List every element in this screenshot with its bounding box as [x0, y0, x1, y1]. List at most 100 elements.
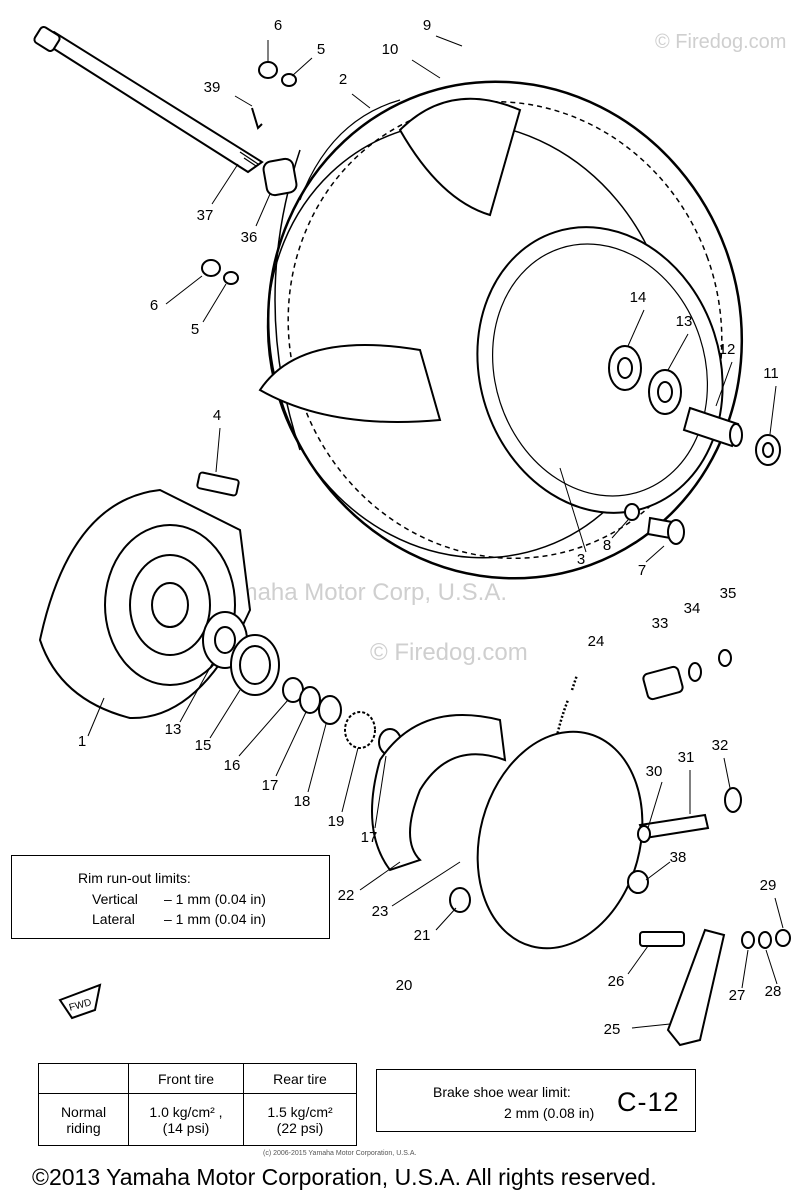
washer-34 — [688, 662, 702, 682]
callout-20: 20 — [396, 977, 413, 994]
spacer-12 — [682, 406, 743, 448]
callout-13: 13 — [165, 721, 182, 738]
rear-pressure-metric: 1.5 kg/cm² — [267, 1103, 333, 1120]
row-label-line-2: riding — [66, 1119, 101, 1136]
copyright-main: ©2013 Yamaha Motor Corporation, U.S.A. A… — [32, 1164, 657, 1190]
oil-seal-11 — [755, 434, 781, 466]
cam-lever-25 — [666, 928, 726, 1047]
cotter-pin-39 — [251, 107, 263, 130]
bolt-4 — [196, 471, 240, 497]
callout-6: 6 — [274, 17, 282, 34]
callout-5: 5 — [191, 321, 199, 338]
front-pressure-metric: 1.0 kg/cm² , — [149, 1103, 223, 1120]
lateral-label: Lateral — [92, 911, 135, 927]
brake-plate-20 — [476, 730, 644, 950]
row-label: Normal riding — [38, 1093, 129, 1146]
collar-36 — [262, 157, 298, 197]
callout-30: 30 — [646, 763, 663, 780]
washer-30 — [637, 825, 651, 843]
table-row: Normal riding 1.0 kg/cm² , (14 psi) 1.5 … — [38, 1093, 357, 1146]
callout-32: 32 — [712, 737, 729, 754]
callout-29: 29 — [760, 877, 777, 894]
washer-5-top — [281, 73, 297, 87]
callout-21: 21 — [414, 927, 431, 944]
bearing-14 — [608, 345, 642, 391]
o-ring-32 — [724, 787, 742, 813]
callout-18: 18 — [294, 793, 311, 810]
callout-36: 36 — [241, 229, 258, 246]
rear-pressure-psi: (22 psi) — [276, 1119, 324, 1136]
bolt-26 — [639, 931, 685, 947]
bolt-7 — [646, 516, 685, 545]
washer-28 — [758, 931, 772, 949]
callout-4: 4 — [213, 407, 221, 424]
callout-10: 10 — [382, 41, 399, 58]
callout-1: 1 — [78, 733, 86, 750]
callout-31: 31 — [678, 749, 695, 766]
rim-runout-box: Rim run-out limits: Vertical – 1 mm (0.0… — [11, 855, 330, 939]
washer-8 — [624, 503, 640, 521]
brake-shoes-22 — [371, 714, 507, 872]
vertical-label: Vertical — [92, 891, 138, 907]
callout-17: 17 — [262, 777, 279, 794]
header-front-tire: Front tire — [128, 1063, 244, 1094]
front-tire-value: 1.0 kg/cm² , (14 psi) — [128, 1093, 244, 1146]
tire-pressure-table: Front tire Rear tire Normal riding 1.0 k… — [38, 1063, 357, 1146]
washer-5-mid — [223, 271, 239, 285]
brake-shoe-value: 2 mm (0.08 in) — [504, 1105, 595, 1121]
callout-7: 7 — [638, 562, 646, 579]
callout-19: 19 — [328, 813, 345, 830]
diagram-code: C-12 — [617, 1087, 680, 1117]
watermark-layer: © Firedog.com Yamaha Motor Corp, U.S.A. … — [210, 31, 786, 666]
callout-13: 13 — [676, 313, 693, 330]
fwd-arrow-icon — [58, 983, 102, 1020]
washer-27 — [741, 931, 755, 949]
callout-28: 28 — [765, 983, 782, 1000]
callout-27: 27 — [729, 987, 746, 1004]
clip-35 — [718, 649, 732, 667]
callout-17: 17 — [361, 829, 378, 846]
leader-lines — [87, 35, 784, 1029]
callout-9: 9 — [423, 17, 431, 34]
axle-shaft — [33, 26, 264, 174]
ring-17a — [299, 686, 321, 714]
callout-38: 38 — [670, 849, 687, 866]
callout-6: 6 — [150, 297, 158, 314]
copyright-small: (c) 2006-2015 Yamaha Motor Corporation, … — [263, 1150, 417, 1157]
front-pressure-psi: (14 psi) — [162, 1119, 210, 1136]
vertical-value: – 1 mm (0.04 in) — [164, 891, 266, 907]
nut-6-mid — [201, 259, 221, 277]
callout-23: 23 — [372, 903, 389, 920]
header-empty — [38, 1063, 129, 1094]
nut-6-top — [258, 61, 278, 79]
header-rear-tire: Rear tire — [243, 1063, 357, 1094]
table-header-row: Front tire Rear tire — [38, 1063, 357, 1094]
callout-34: 34 — [684, 600, 701, 617]
callout-39: 39 — [204, 79, 221, 96]
brake-shoe-box: Brake shoe wear limit: 2 mm (0.08 in) C-… — [376, 1069, 696, 1132]
gear-19 — [344, 711, 376, 749]
ring-18 — [318, 695, 342, 725]
callout-24: 24 — [588, 633, 605, 650]
wheel-hub-ring — [476, 226, 724, 514]
seal-15 — [230, 634, 280, 696]
callout-11: 11 — [763, 365, 779, 382]
rear-tire-value: 1.5 kg/cm² (22 psi) — [243, 1093, 357, 1146]
callout-12: 12 — [719, 341, 736, 358]
watermark-firedog-corner: © Firedog.com — [655, 31, 786, 53]
watermark-firedog: © Firedog.com — [370, 639, 528, 666]
lateral-value: – 1 mm (0.04 in) — [164, 911, 266, 927]
callout-3: 3 — [577, 551, 585, 568]
callout-33: 33 — [652, 615, 669, 632]
callout-16: 16 — [224, 757, 241, 774]
nut-29 — [775, 929, 791, 947]
callout-15: 15 — [195, 737, 212, 754]
sprocket-33 — [642, 665, 684, 701]
callout-22: 22 — [338, 887, 355, 904]
callout-25: 25 — [604, 1021, 621, 1038]
callout-8: 8 — [603, 537, 611, 554]
bearing-13-right — [648, 369, 682, 415]
callout-2: 2 — [339, 71, 347, 88]
rim-runout-title: Rim run-out limits: — [78, 870, 191, 886]
